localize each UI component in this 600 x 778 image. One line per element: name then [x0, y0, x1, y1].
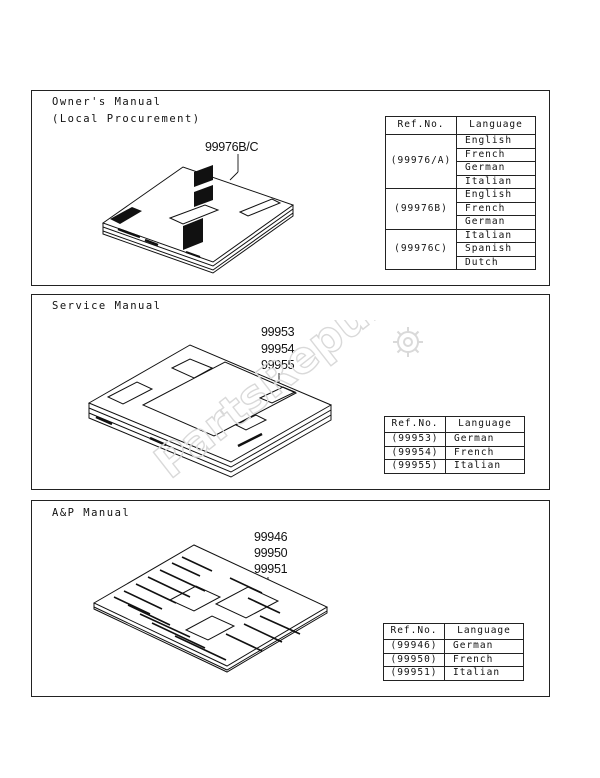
part-ref-label: 99955	[261, 358, 295, 372]
part-ref-label: 99950	[254, 546, 288, 560]
table-cell-ref: (99946)	[383, 639, 445, 654]
service-manual-table: Ref.No. Language (99953) German (99954) …	[384, 416, 525, 474]
panel-title: Service Manual	[52, 300, 162, 312]
part-ref-label: 99954	[261, 342, 295, 356]
part-ref-label: 99951	[254, 562, 288, 576]
table-header-language: Language	[456, 116, 536, 135]
panel-title: A&P Manual	[52, 507, 131, 519]
table-header-ref: Ref.No.	[383, 623, 445, 640]
table-cell-language: Italian	[445, 459, 525, 474]
table-cell-ref: (99955)	[384, 459, 446, 474]
table-cell-language: German	[444, 639, 524, 654]
table-cell-language: German	[445, 432, 525, 447]
ap-manual-table: Ref.No. Language (99946) German (99950) …	[383, 623, 524, 681]
part-ref-label: 99953	[261, 325, 295, 339]
table-cell-ref: (99951)	[383, 666, 445, 681]
table-cell-language: Dutch	[456, 255, 536, 270]
table-header-language: Language	[444, 623, 524, 640]
table-cell-language: French	[444, 652, 524, 667]
part-ref-label: 99946	[254, 530, 288, 544]
table-cell-ref: (99976B)	[385, 188, 457, 230]
panel-subtitle: (Local Procurement)	[52, 113, 201, 125]
table-cell-language: French	[445, 445, 525, 460]
table-cell-ref: (99976C)	[385, 228, 457, 270]
part-ref-label: 99976B/C	[205, 140, 259, 154]
table-cell-ref: (99950)	[383, 652, 445, 667]
table-cell-ref: (99976/A)	[385, 134, 457, 189]
owners-manual-table: Ref.No. Language (99976/A) English Frenc…	[385, 116, 536, 270]
panel-title: Owner's Manual	[52, 96, 162, 108]
table-cell-language: Italian	[444, 666, 524, 681]
table-header-language: Language	[445, 416, 525, 433]
